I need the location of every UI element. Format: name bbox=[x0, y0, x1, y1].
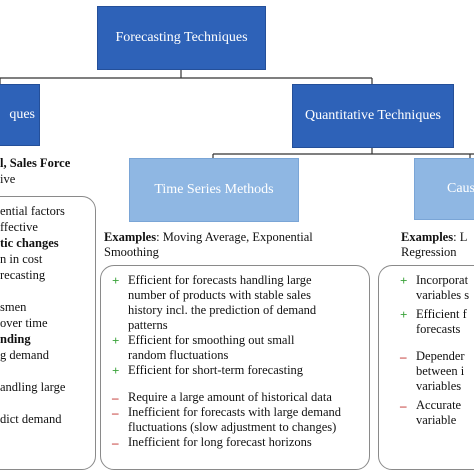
disadvantage-marker: – bbox=[400, 349, 407, 364]
time-series-item-line: Efficient for smoothing out small bbox=[128, 333, 295, 347]
qualitative-item-line: ential factors bbox=[0, 204, 65, 218]
node-qualitative-techniques: ques bbox=[0, 84, 40, 146]
examples-key: Examples bbox=[104, 230, 157, 244]
qualitative-item-line: g demand bbox=[0, 348, 49, 362]
disadvantage-marker: – bbox=[400, 398, 407, 413]
causal-item-line: Depender bbox=[416, 349, 465, 363]
time-series-item-line: patterns bbox=[128, 318, 168, 332]
causal-item-line: variables s bbox=[416, 288, 470, 302]
node-quantitative-techniques: Quantitative Techniques bbox=[292, 84, 454, 148]
advantage-marker: + bbox=[112, 333, 120, 348]
advantage-marker: + bbox=[400, 307, 408, 322]
causal-examples: Examples: L bbox=[401, 230, 467, 245]
causal-item-line: between i bbox=[416, 364, 465, 378]
qualitative-item-line: andling large bbox=[0, 380, 66, 394]
advantage-marker: + bbox=[112, 363, 120, 378]
qualitative-pros-cons-panel bbox=[0, 196, 96, 470]
causal-item-line: variables bbox=[416, 379, 462, 393]
examples-text: Regression bbox=[401, 245, 457, 259]
causal-item-line: forecasts bbox=[416, 322, 461, 336]
qualitative-item-line: over time bbox=[0, 316, 48, 330]
qualitative-item-line: ffective bbox=[0, 220, 38, 234]
time-series-item-line: Efficient for forecasts handling large bbox=[128, 273, 312, 287]
qualitative-examples: l, Sales Force bbox=[0, 156, 70, 171]
causal-pros-cons-panel bbox=[378, 265, 474, 470]
node-time-series-methods: Time Series Methods bbox=[129, 158, 299, 222]
disadvantage-marker: – bbox=[112, 435, 119, 450]
examples-text: : L bbox=[453, 230, 468, 244]
node-label: Forecasting Techniques bbox=[115, 30, 248, 45]
time-series-examples-cont: Smoothing bbox=[104, 245, 159, 260]
causal-item-line: Incorporat bbox=[416, 273, 469, 287]
examples-text: : Moving Average, Exponential bbox=[156, 230, 313, 244]
time-series-item-line: Require a large amount of historical dat… bbox=[128, 390, 332, 404]
examples-line: l, Sales Force bbox=[0, 156, 71, 170]
causal-examples-cont: Regression bbox=[401, 245, 457, 260]
advantage-marker: + bbox=[400, 273, 408, 288]
examples-line: ive bbox=[0, 172, 16, 186]
disadvantage-marker: – bbox=[112, 405, 119, 420]
qualitative-item-line: tic changes bbox=[0, 236, 59, 250]
examples-text: Smoothing bbox=[104, 245, 159, 259]
examples-key: Examples bbox=[401, 230, 454, 244]
disadvantage-marker: – bbox=[112, 390, 119, 405]
time-series-item-line: random fluctuations bbox=[128, 348, 229, 362]
time-series-item-line: Inefficient for forecasts with large dem… bbox=[128, 405, 341, 419]
causal-item-line: variable bbox=[416, 413, 457, 427]
qualitative-item-line: smen bbox=[0, 300, 27, 314]
time-series-item-line: Inefficient for long forecast horizons bbox=[128, 435, 312, 449]
node-label: Time Series Methods bbox=[154, 182, 274, 197]
time-series-item-line: fluctuations (slow adjustment to changes… bbox=[128, 420, 337, 434]
node-label: Caus bbox=[447, 181, 474, 196]
node-forecasting-techniques: Forecasting Techniques bbox=[97, 6, 266, 70]
qualitative-item-line: nding bbox=[0, 332, 31, 346]
time-series-item-line: history incl. the prediction of demand bbox=[128, 303, 317, 317]
causal-item-line: Accurate bbox=[416, 398, 462, 412]
time-series-pros-cons-panel bbox=[100, 265, 370, 470]
qualitative-item-line: dict demand bbox=[0, 412, 62, 426]
node-label: ques bbox=[9, 107, 35, 122]
node-label: Quantitative Techniques bbox=[304, 108, 441, 123]
time-series-item-line: number of products with stable sales bbox=[128, 288, 311, 302]
qualitative-item-line: n in cost bbox=[0, 252, 43, 266]
time-series-examples: Examples: Moving Average, Exponential bbox=[104, 230, 313, 245]
qualitative-examples-cont: ive bbox=[0, 172, 15, 187]
node-causal-methods: Caus bbox=[414, 158, 474, 220]
causal-item-line: Efficient f bbox=[416, 307, 467, 321]
time-series-item-line: Efficient for short-term forecasting bbox=[128, 363, 304, 377]
qualitative-item-line: recasting bbox=[0, 268, 46, 282]
advantage-marker: + bbox=[112, 273, 120, 288]
